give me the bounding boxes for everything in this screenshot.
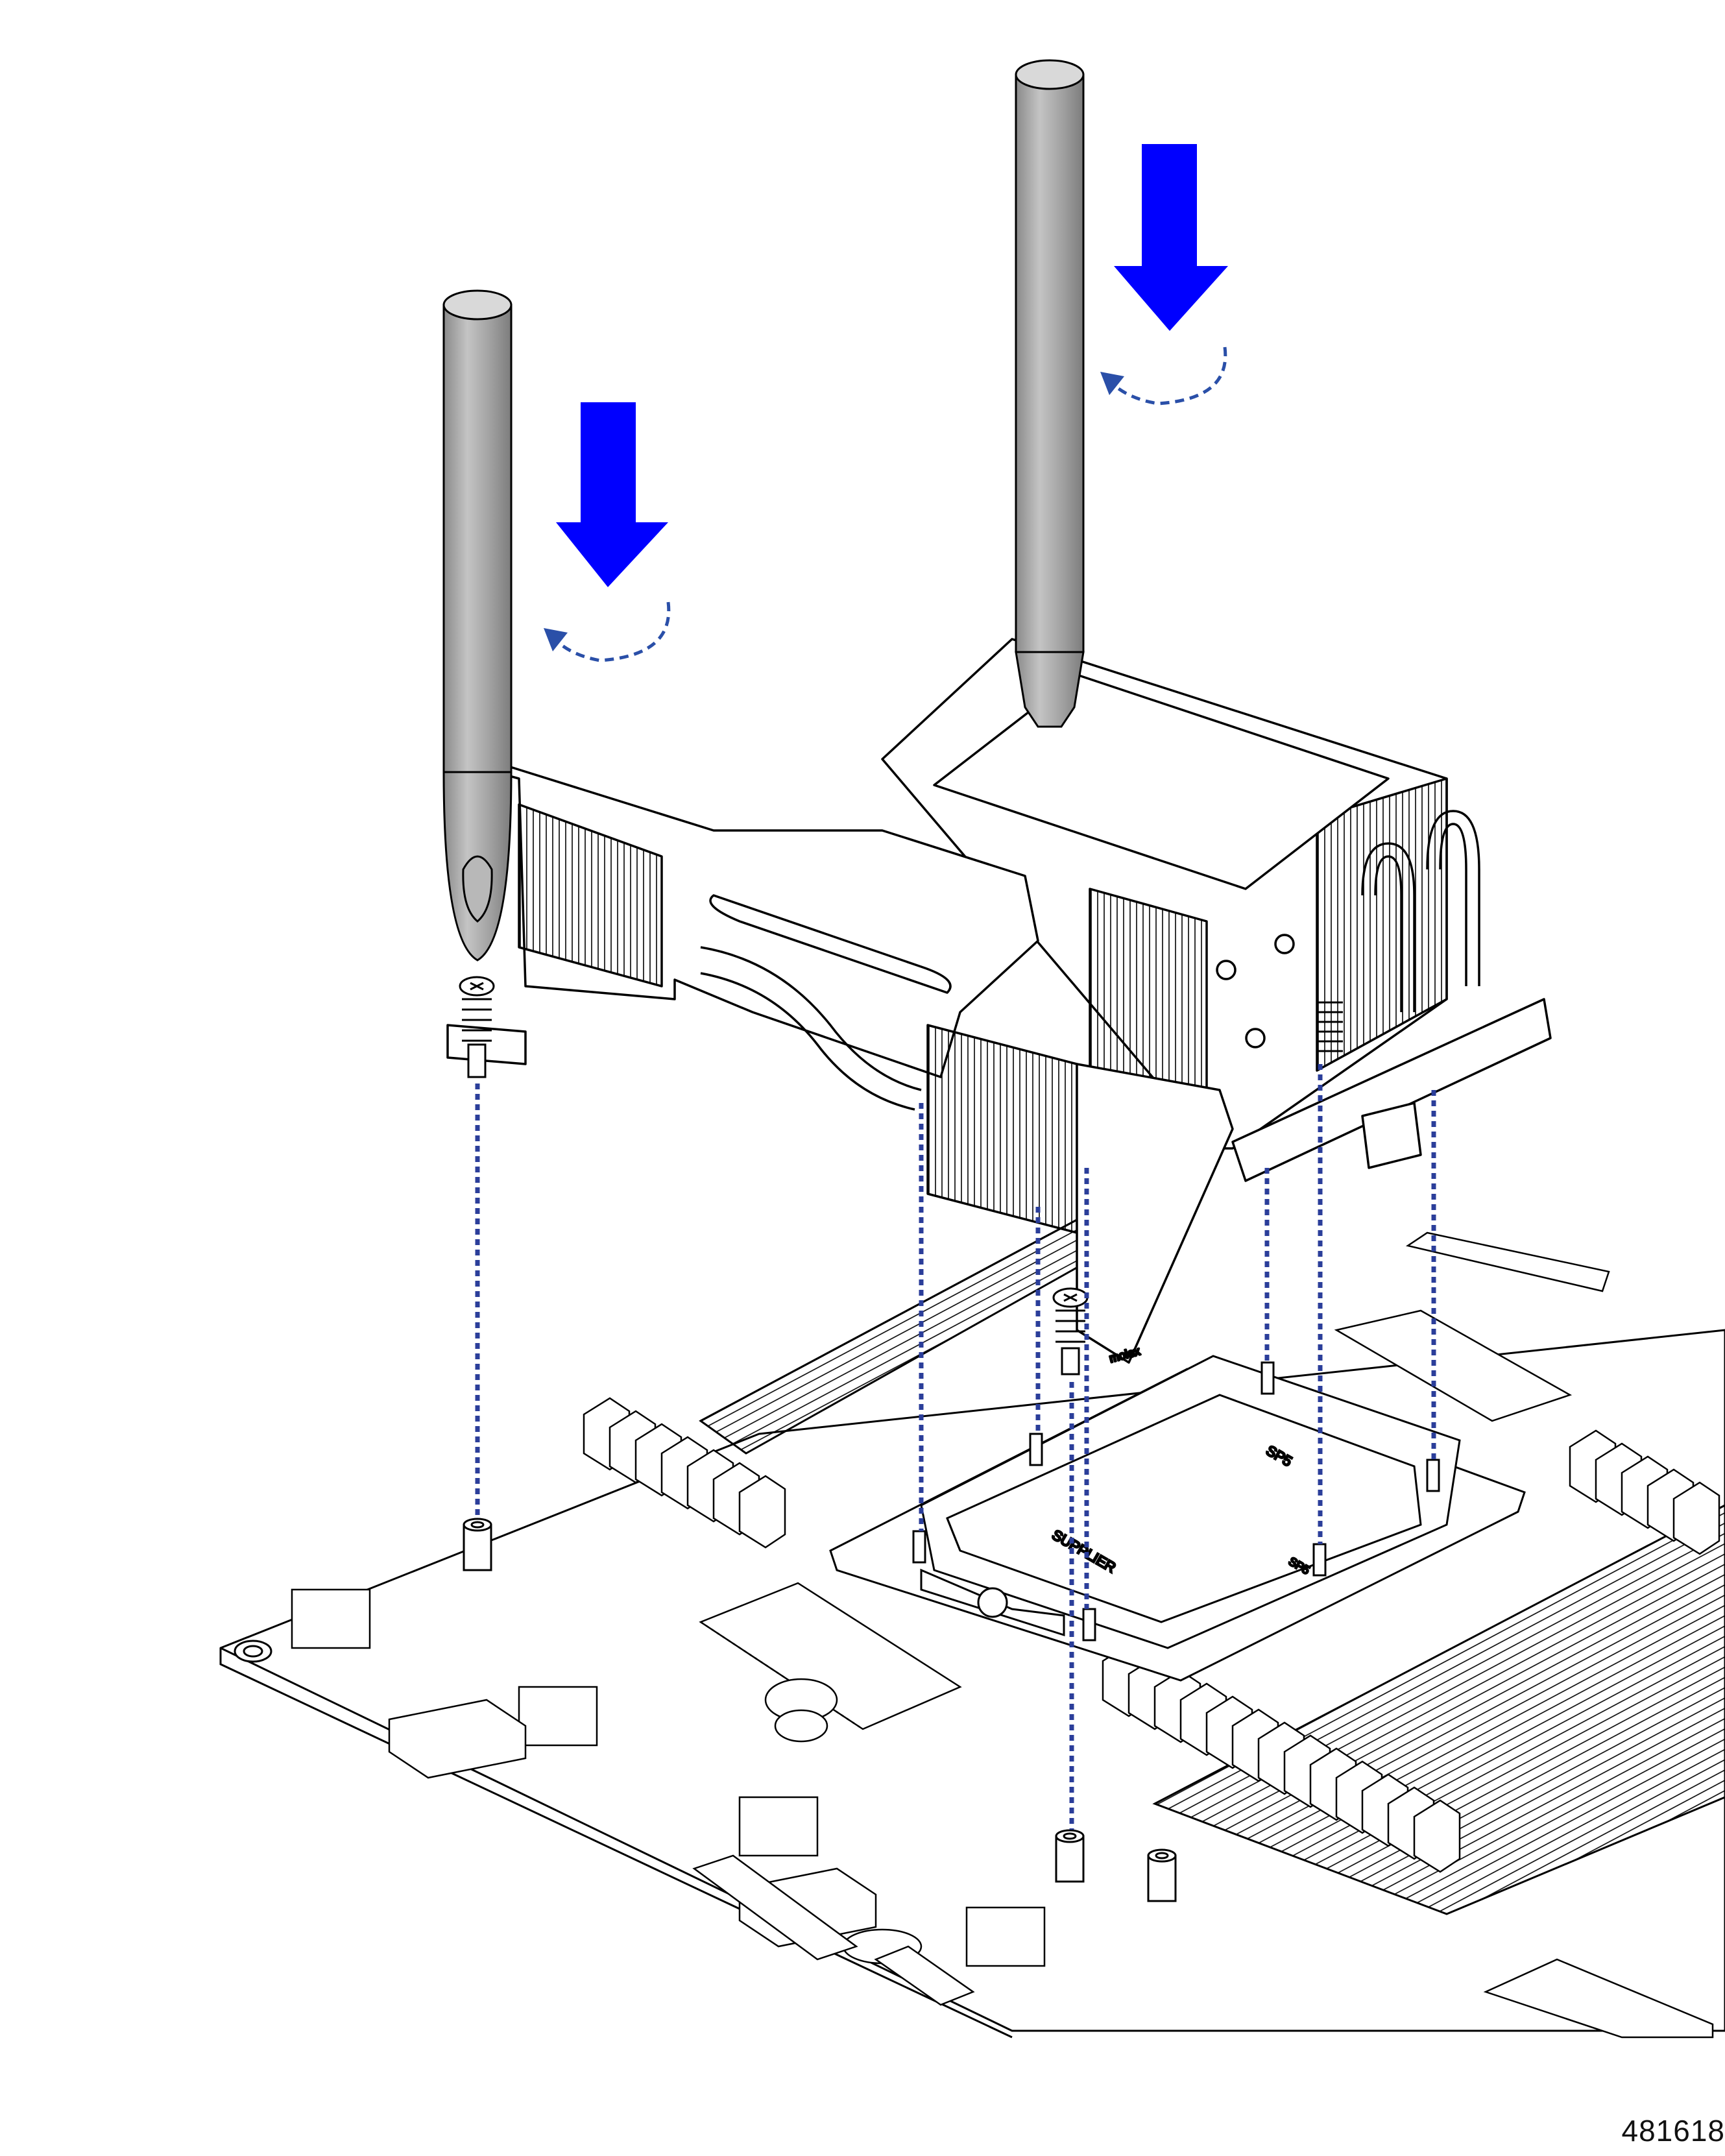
heatsink-front-leg bbox=[1076, 1063, 1234, 1364]
heatsink-arm-fins bbox=[518, 803, 663, 987]
ribbon-connector-2 bbox=[874, 1945, 975, 2006]
pcie-slot-right-lower bbox=[1483, 1958, 1714, 2039]
counterclockwise-arrow-icon bbox=[1100, 346, 1227, 406]
pcie-slot-top-right bbox=[1405, 1231, 1610, 1292]
heatsink: molex bbox=[446, 638, 1552, 1366]
phillips-screw-icon bbox=[470, 982, 484, 991]
standoff-left bbox=[463, 1518, 492, 1571]
dimm-latches-right bbox=[1102, 1429, 1720, 1873]
socket-lever bbox=[920, 1568, 1065, 1637]
power-connector-1 bbox=[388, 1699, 527, 1779]
counterclockwise-arrow-icon bbox=[544, 601, 671, 662]
standoff-center-2 bbox=[1147, 1848, 1177, 1902]
down-arrow-icon bbox=[556, 402, 668, 587]
header-4 bbox=[965, 1906, 1046, 1967]
header-1 bbox=[291, 1588, 371, 1649]
down-arrow-icon bbox=[1114, 144, 1228, 331]
screw-left bbox=[459, 976, 495, 1078]
tower-mount-holes bbox=[1216, 934, 1295, 1048]
pcie-slot-right-upper bbox=[1334, 1309, 1573, 1422]
header-3 bbox=[738, 1796, 819, 1857]
ribbon-connector-1 bbox=[692, 1854, 858, 1961]
heatsink-main-fins-side bbox=[1316, 777, 1448, 1072]
alignment-lines bbox=[475, 1064, 1436, 1830]
dimm-latches-left bbox=[583, 1397, 786, 1549]
heat-pipes bbox=[1361, 810, 1480, 1012]
driver-right bbox=[1015, 59, 1085, 728]
header-2 bbox=[518, 1686, 598, 1747]
phillips-screw-icon bbox=[1063, 1293, 1078, 1302]
board-connectors bbox=[291, 1231, 1714, 2039]
dimm-bank-right bbox=[1102, 1429, 1725, 1915]
screw-rear bbox=[1317, 1001, 1343, 1052]
figure-number: 481618 bbox=[1621, 2114, 1725, 2148]
driver-left bbox=[442, 289, 513, 962]
heatsink-clip bbox=[1361, 1102, 1422, 1169]
screw-center bbox=[1052, 1287, 1089, 1375]
socket-posts bbox=[912, 1361, 1440, 1641]
arm-heat-pipe bbox=[700, 946, 922, 1091]
standoff-center bbox=[1055, 1829, 1085, 1883]
heatsink-mid-fins bbox=[926, 1024, 1078, 1234]
captive-screws bbox=[459, 976, 1343, 1375]
heatsink-slot bbox=[709, 894, 952, 994]
cpu-socket: SP5 SUPPLIER SP5 bbox=[829, 1355, 1526, 1682]
standoffs bbox=[463, 1518, 1177, 1902]
heatsink-base-plate bbox=[1231, 998, 1552, 1182]
dimm-bank-left bbox=[583, 1218, 1118, 1549]
heatsink-left-foot bbox=[446, 1024, 527, 1065]
